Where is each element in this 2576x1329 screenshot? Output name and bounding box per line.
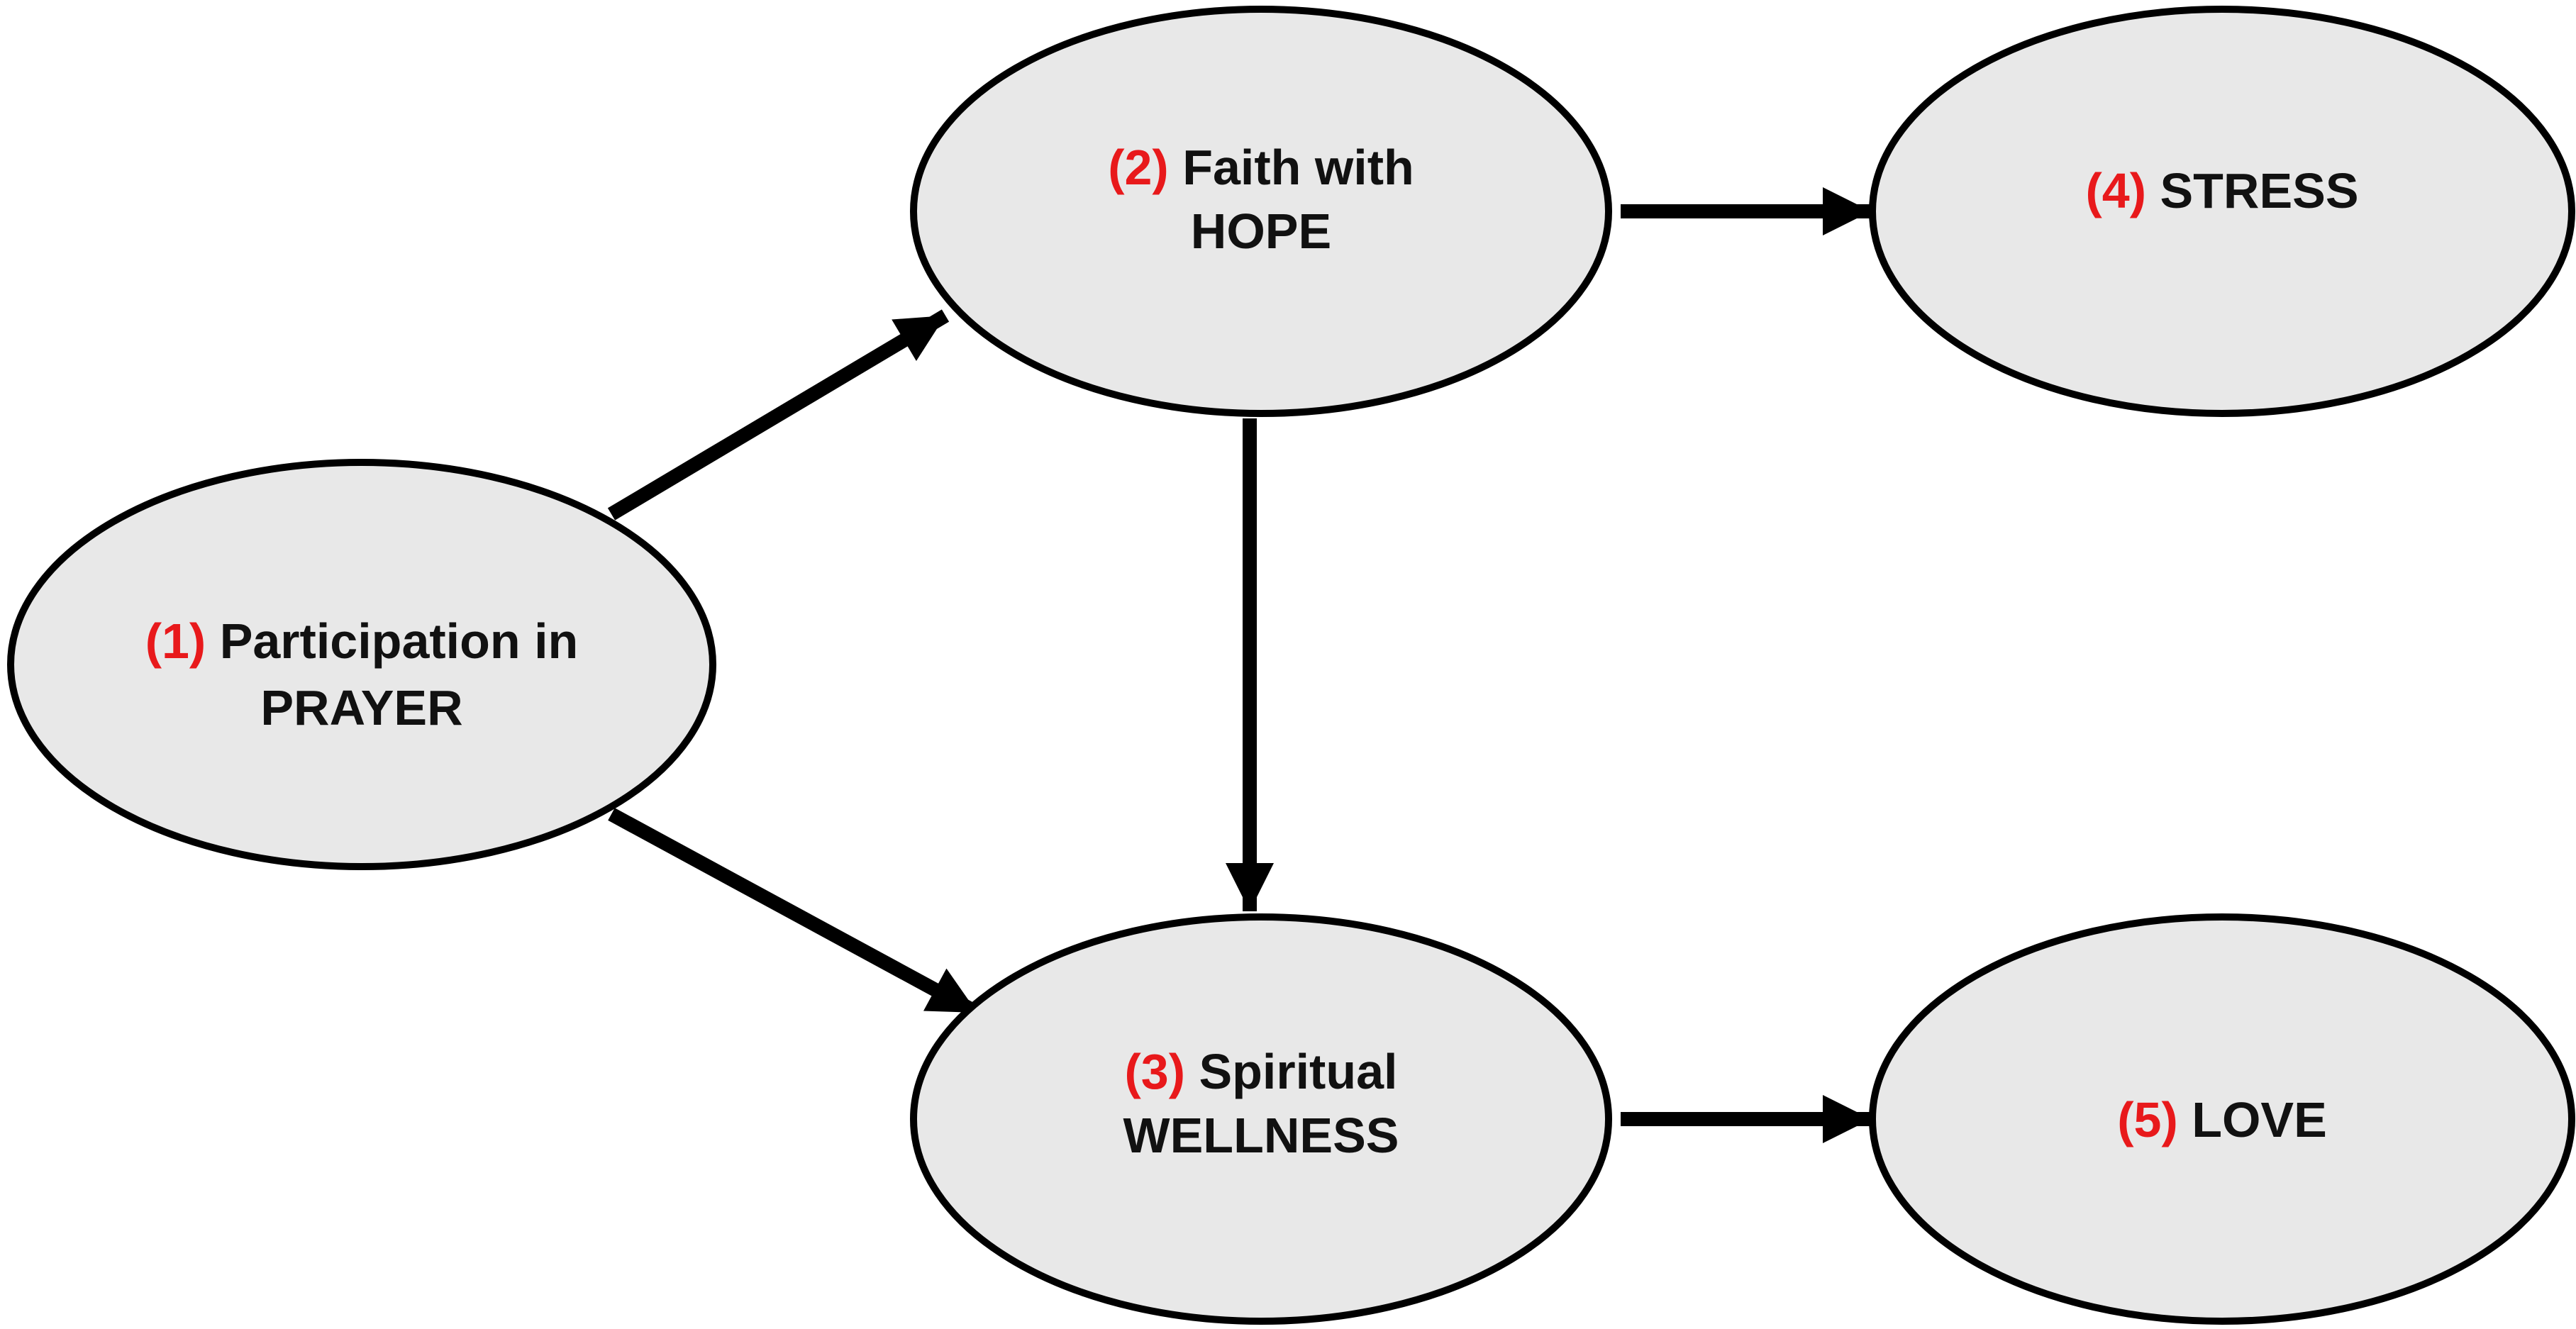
node-stress-number: (4) — [2085, 163, 2160, 218]
node-prayer-label-2: PRAYER — [260, 680, 462, 735]
node-prayer: (1) Participation in PRAYER — [7, 459, 716, 870]
node-wellness-label-2: WELLNESS — [1123, 1108, 1399, 1163]
edges — [607, 187, 1871, 1144]
node-faith-ellipse — [910, 6, 1612, 417]
node-stress-label-1: STRESS — [2160, 163, 2358, 218]
node-faith-label-2: HOPE — [1191, 204, 1331, 259]
node-faith-number: (2) — [1108, 140, 1182, 195]
node-prayer-number: (1) — [145, 613, 220, 669]
node-love-label-1: LOVE — [2192, 1092, 2327, 1147]
node-love-ellipse — [1869, 913, 2575, 1325]
edge-prayer-to-wellness — [608, 808, 981, 1019]
node-wellness-number: (3) — [1124, 1044, 1199, 1099]
node-faith-line1: (2) Faith with — [1108, 140, 1414, 195]
node-prayer-ellipse — [7, 459, 716, 870]
node-wellness-ellipse — [910, 913, 1612, 1325]
node-stress-line1: (4) STRESS — [2085, 163, 2358, 218]
node-wellness-line1: (3) Spiritual — [1124, 1044, 1397, 1099]
node-love: (5) LOVE — [1869, 913, 2575, 1325]
node-love-number: (5) — [2117, 1092, 2192, 1147]
node-faith: (2) Faith with HOPE — [910, 6, 1612, 417]
node-stress-ellipse — [1869, 6, 2575, 417]
node-stress: (4) STRESS — [1869, 6, 2575, 417]
node-wellness: (3) Spiritual WELLNESS — [910, 913, 1612, 1325]
node-love-line1: (5) LOVE — [2117, 1092, 2327, 1147]
node-prayer-line1: (1) Participation in — [145, 613, 579, 669]
edge-prayer-to-faith — [607, 309, 950, 521]
node-wellness-label-1: Spiritual — [1199, 1044, 1397, 1099]
node-faith-label-1: Faith with — [1182, 140, 1414, 195]
node-prayer-label-1: Participation in — [220, 613, 579, 669]
